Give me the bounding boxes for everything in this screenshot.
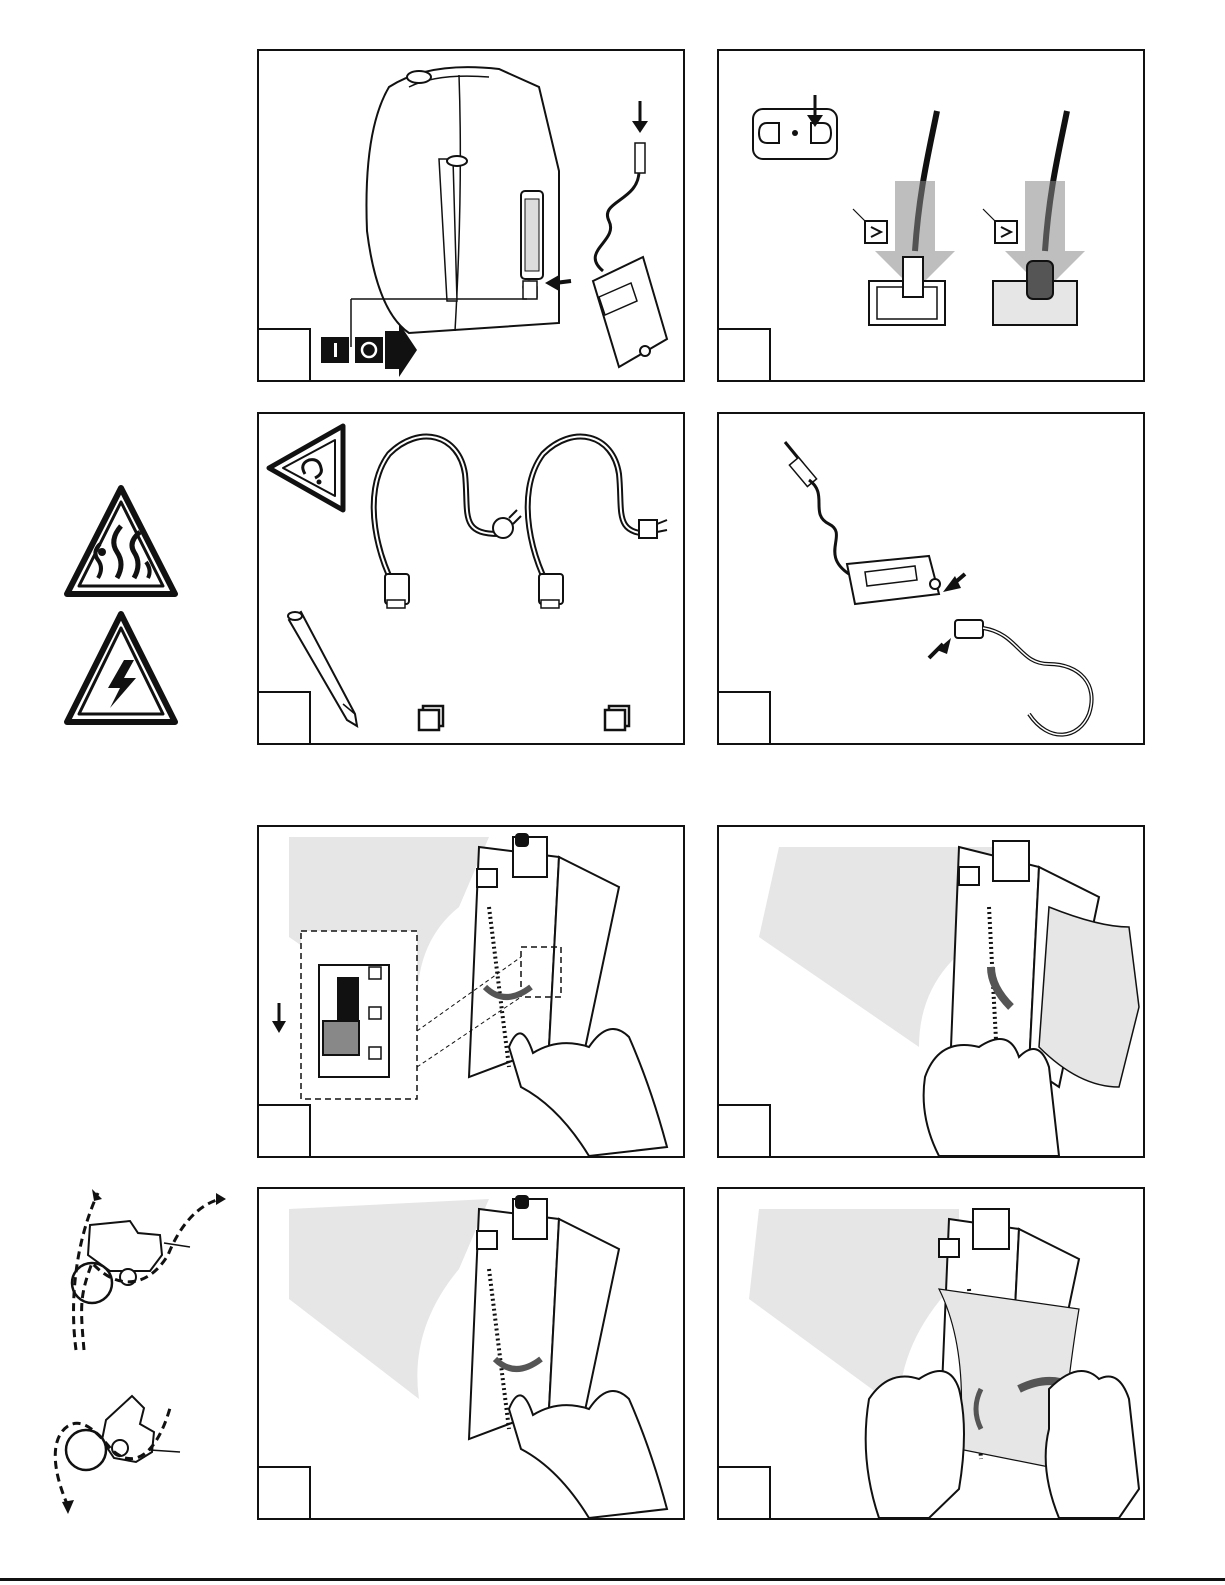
media-path-tear-icon xyxy=(40,1380,200,1520)
step-number-box xyxy=(717,328,771,382)
checkbox-icon xyxy=(419,706,443,730)
hot-surface-warning-icon xyxy=(62,482,180,602)
wall-outlet-icon xyxy=(753,95,837,159)
step-number-box xyxy=(257,1104,311,1158)
media-path-peel-icon xyxy=(40,1185,230,1355)
power-cord-icon xyxy=(528,437,667,608)
bottom-rule xyxy=(0,1578,1225,1581)
power-off-icon xyxy=(355,337,383,363)
printer-rear-icon xyxy=(259,51,683,380)
electric-shock-warning-icon xyxy=(62,608,180,730)
step-number-box xyxy=(257,328,311,382)
paper-media-icon xyxy=(1039,907,1139,1087)
step-number-box xyxy=(257,691,311,745)
hand-icon xyxy=(866,1371,964,1518)
panel-step-5 xyxy=(257,825,685,1158)
hand-icon xyxy=(1046,1371,1139,1518)
power-cord-icon xyxy=(929,620,1092,735)
panel-step-6 xyxy=(717,825,1145,1158)
panel-step-7 xyxy=(257,1187,685,1520)
step-number-box xyxy=(717,1104,771,1158)
power-adapter-icon xyxy=(593,101,667,367)
power-plug-icon xyxy=(853,111,955,325)
question-warning-icon xyxy=(269,426,343,510)
power-cord-icon xyxy=(374,437,521,608)
checkbox-icon xyxy=(605,706,629,730)
panel-step-8 xyxy=(717,1187,1145,1520)
panel-step-1 xyxy=(257,49,685,382)
step-number-box xyxy=(717,691,771,745)
panel-step-3 xyxy=(257,412,685,745)
hand-icon xyxy=(924,1039,1059,1156)
printer-open-icon xyxy=(289,1195,619,1439)
power-plug-icon xyxy=(983,111,1085,325)
panel-step-2 xyxy=(717,49,1145,382)
step-number-box xyxy=(717,1466,771,1520)
step-number-box xyxy=(257,1466,311,1520)
panel-step-4 xyxy=(717,412,1145,745)
power-adapter-icon xyxy=(785,442,965,604)
